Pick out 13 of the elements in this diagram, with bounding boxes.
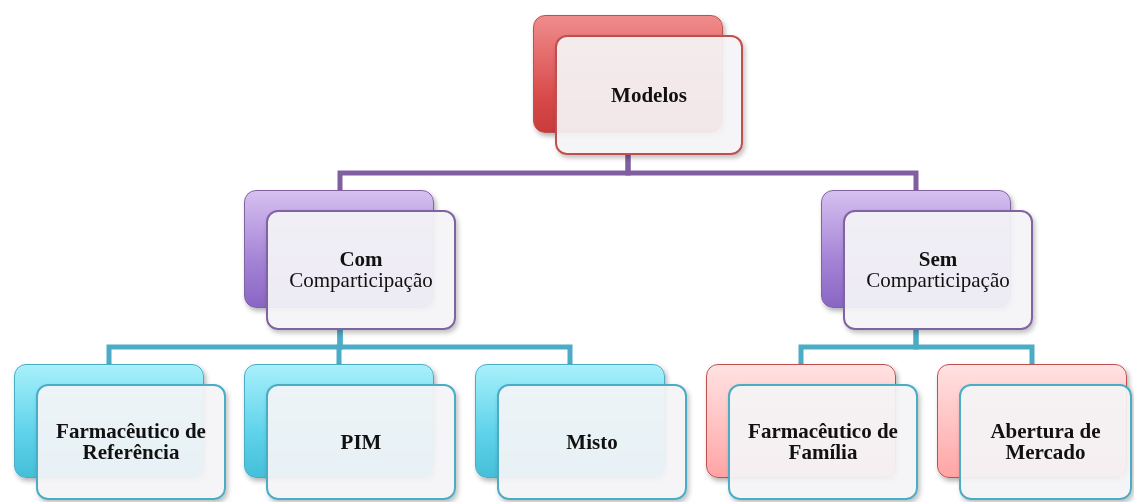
node-title: Misto (566, 431, 618, 453)
connector-line (337, 330, 573, 364)
node-title: Farmacêutico de Referência (55, 421, 207, 463)
node-title: Modelos (611, 84, 687, 106)
node-title: Farmacêutico de Família (747, 421, 899, 463)
node-title: PIM (340, 431, 382, 453)
node-title: Abertura de Mercado (989, 421, 1102, 463)
node-subtitle: Comparticipação (866, 270, 1010, 291)
node-title: Sem (918, 249, 958, 270)
connector-line (913, 330, 1035, 364)
node-title: Com (339, 249, 383, 270)
connector-line (625, 155, 919, 190)
node-subtitle: Comparticipação (289, 270, 433, 291)
